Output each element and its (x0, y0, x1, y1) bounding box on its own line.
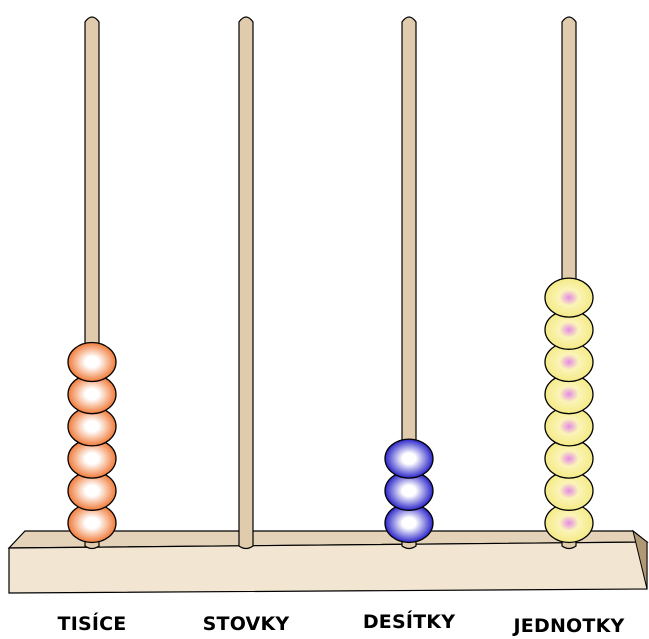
column-label-tens: DESÍTKY (362, 611, 456, 633)
rod-hundreds (238, 16, 254, 550)
column-label-hundreds: STOVKY (202, 613, 290, 635)
abacus-beads (67, 277, 594, 544)
abacus-rods (84, 16, 577, 550)
abacus-base-side (632, 529, 648, 590)
column-label-units: JEDNOTKY (513, 615, 625, 637)
bead-thousands-6 (67, 341, 117, 383)
rod-tens (401, 16, 417, 550)
bead-tens-3 (384, 438, 434, 479)
column-label-thousands: TISÍCE (57, 613, 127, 635)
bead-units-8 (544, 277, 594, 318)
abacus-base-front (8, 541, 648, 594)
